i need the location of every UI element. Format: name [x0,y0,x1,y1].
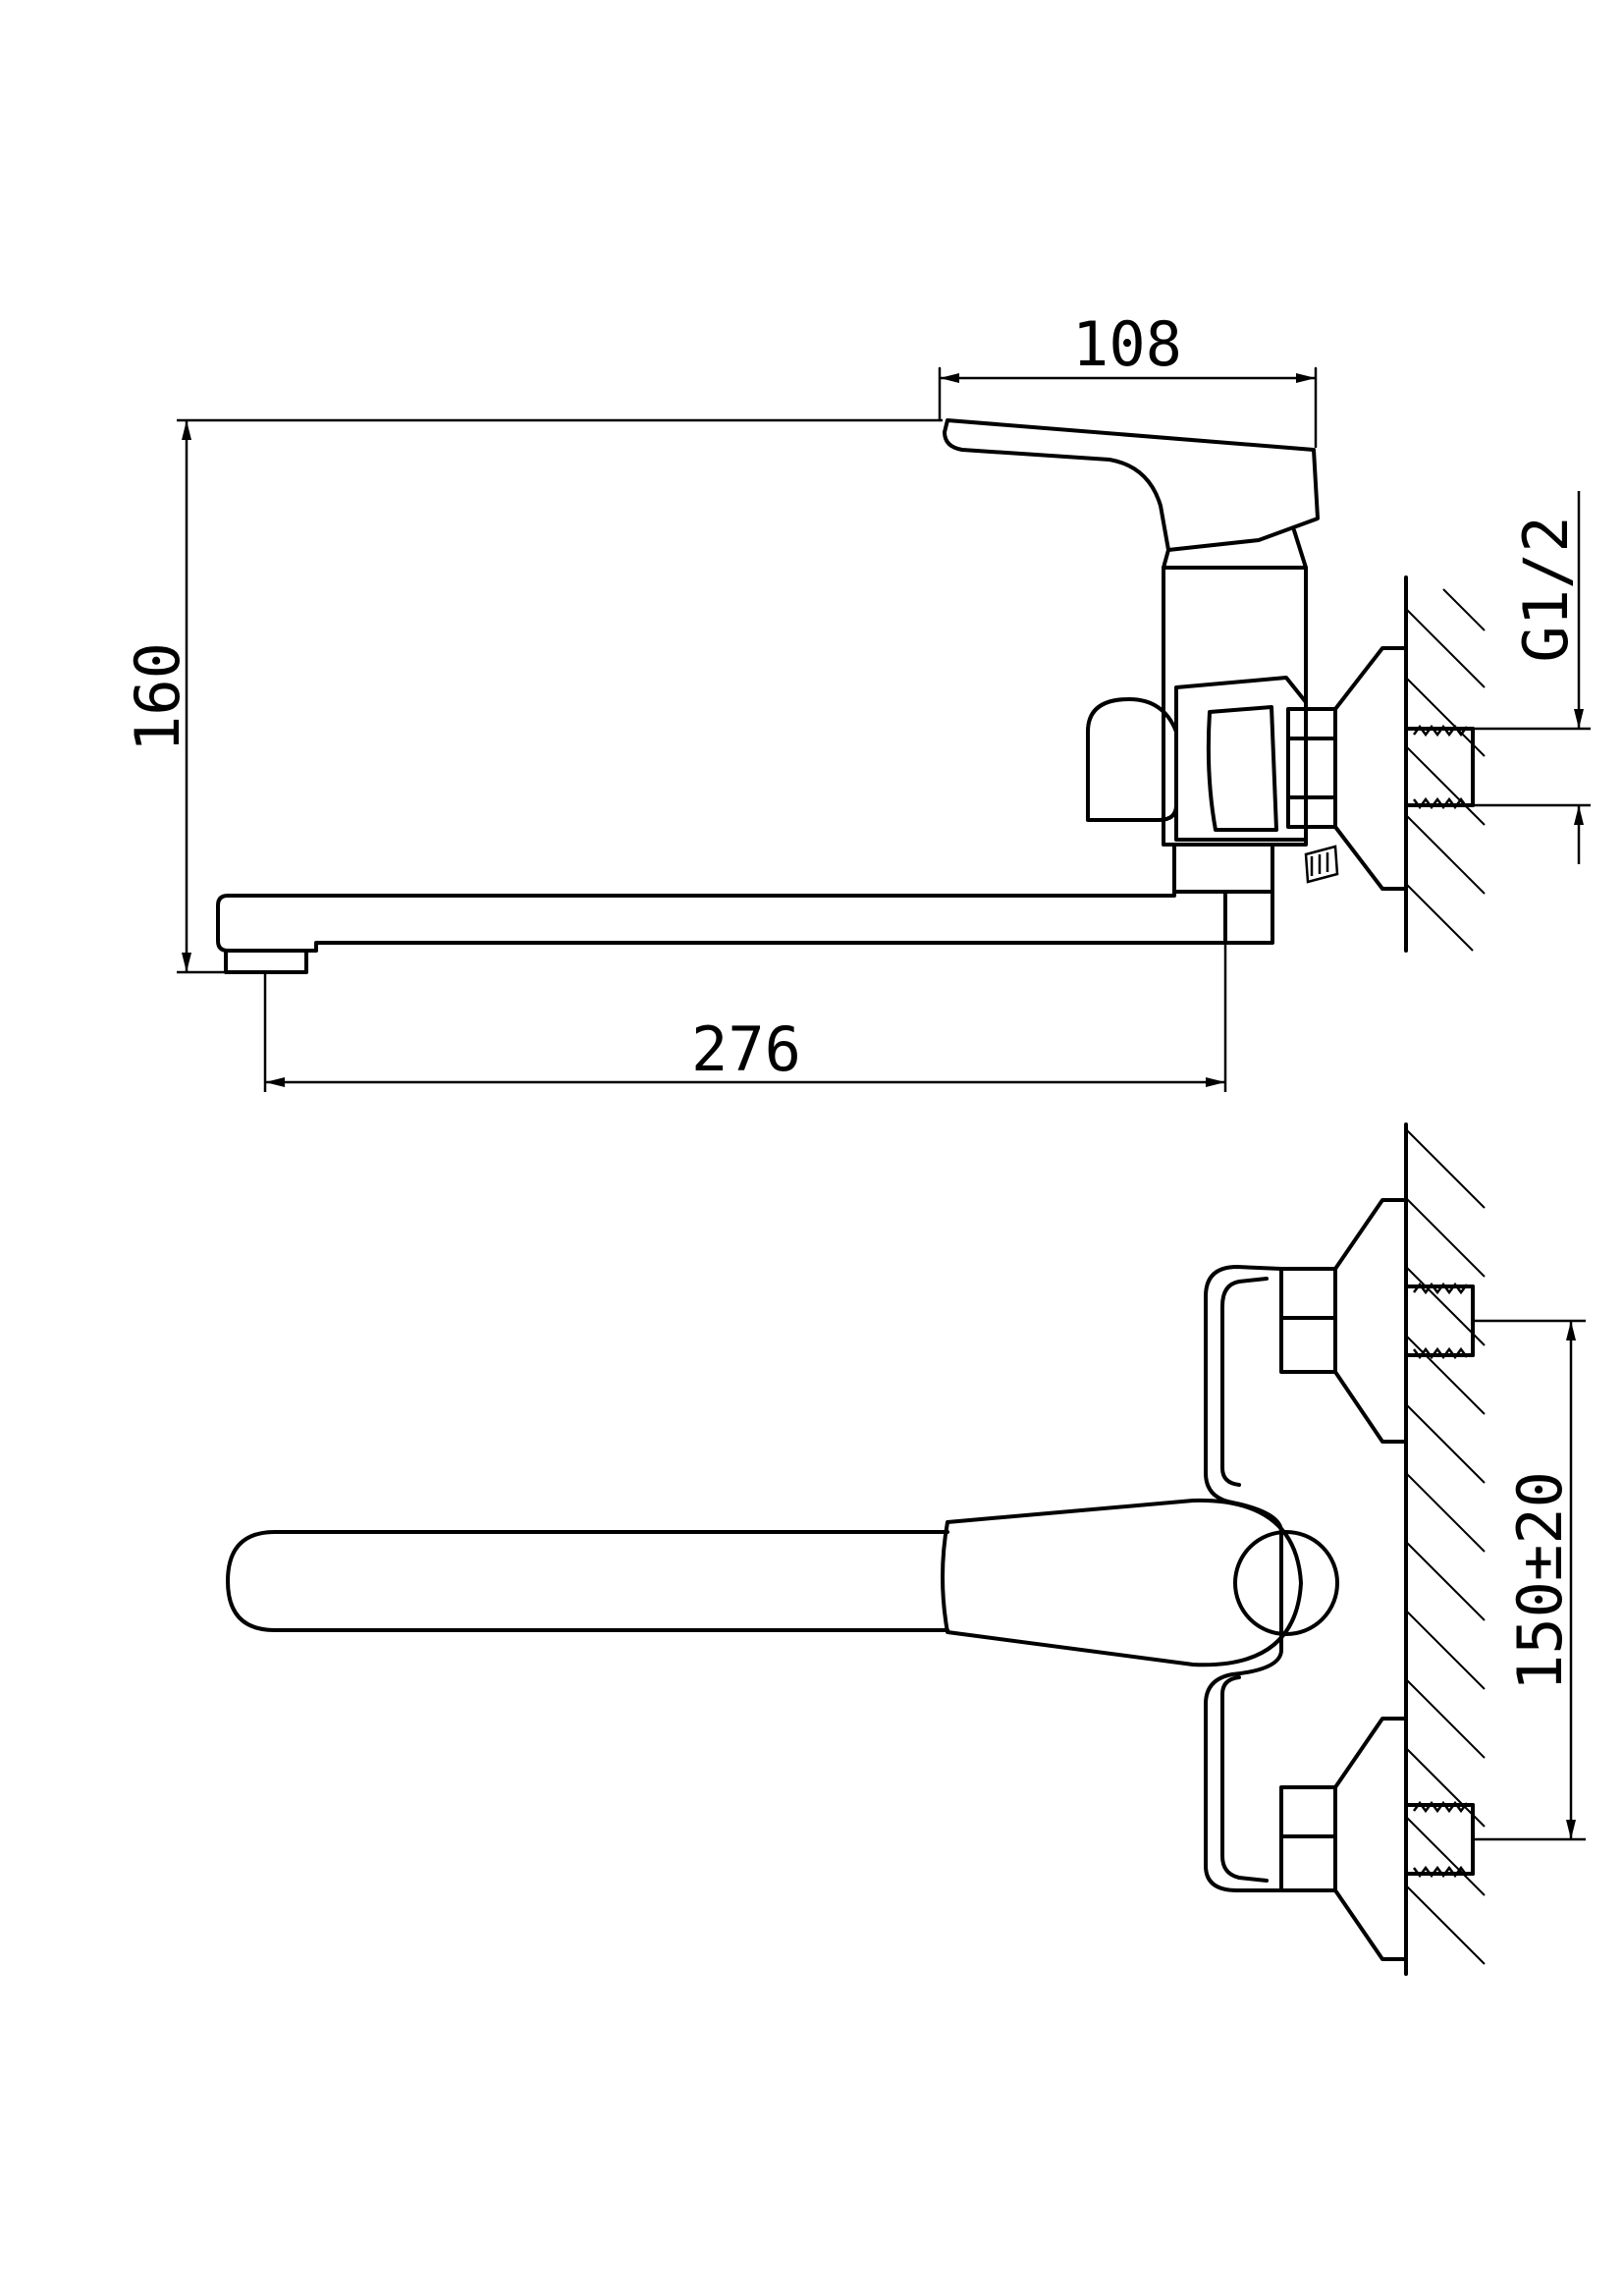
dim-160-label: 160 [122,642,193,752]
side-view: 108 160 276 G1/2 [122,308,1591,1092]
top-view: 150±20 [226,1122,1586,1976]
side-flange [1333,646,1408,891]
top-handle [941,1498,1303,1667]
top-body [1204,1265,1283,1892]
dim-108-label: 108 [1072,308,1182,380]
side-mixer-cartridge [1174,676,1308,842]
dim-handle-length: 108 [938,308,1318,449]
dim-150-label: 150±20 [1504,1471,1576,1691]
side-base [1172,843,1274,894]
side-aerator [224,949,308,974]
side-body [1162,566,1308,847]
dim-height: 160 [122,418,943,974]
dim-thread: G1/2 [1473,491,1591,864]
dim-g12-label: G1/2 [1510,516,1582,662]
top-upper-connector [1279,1198,1475,1444]
side-spout [216,890,1274,953]
dim-spout-reach: 276 [263,943,1227,1092]
side-handle [943,418,1320,552]
top-lower-connector [1279,1717,1475,1961]
top-spout [226,1530,949,1632]
side-thread [1404,724,1475,810]
top-cap [1233,1530,1339,1636]
dim-inlet-spacing: 150±20 [1473,1319,1586,1841]
dim-276-label: 276 [691,1013,801,1085]
side-nut [1286,707,1337,829]
side-diverter-knob [1086,697,1178,822]
